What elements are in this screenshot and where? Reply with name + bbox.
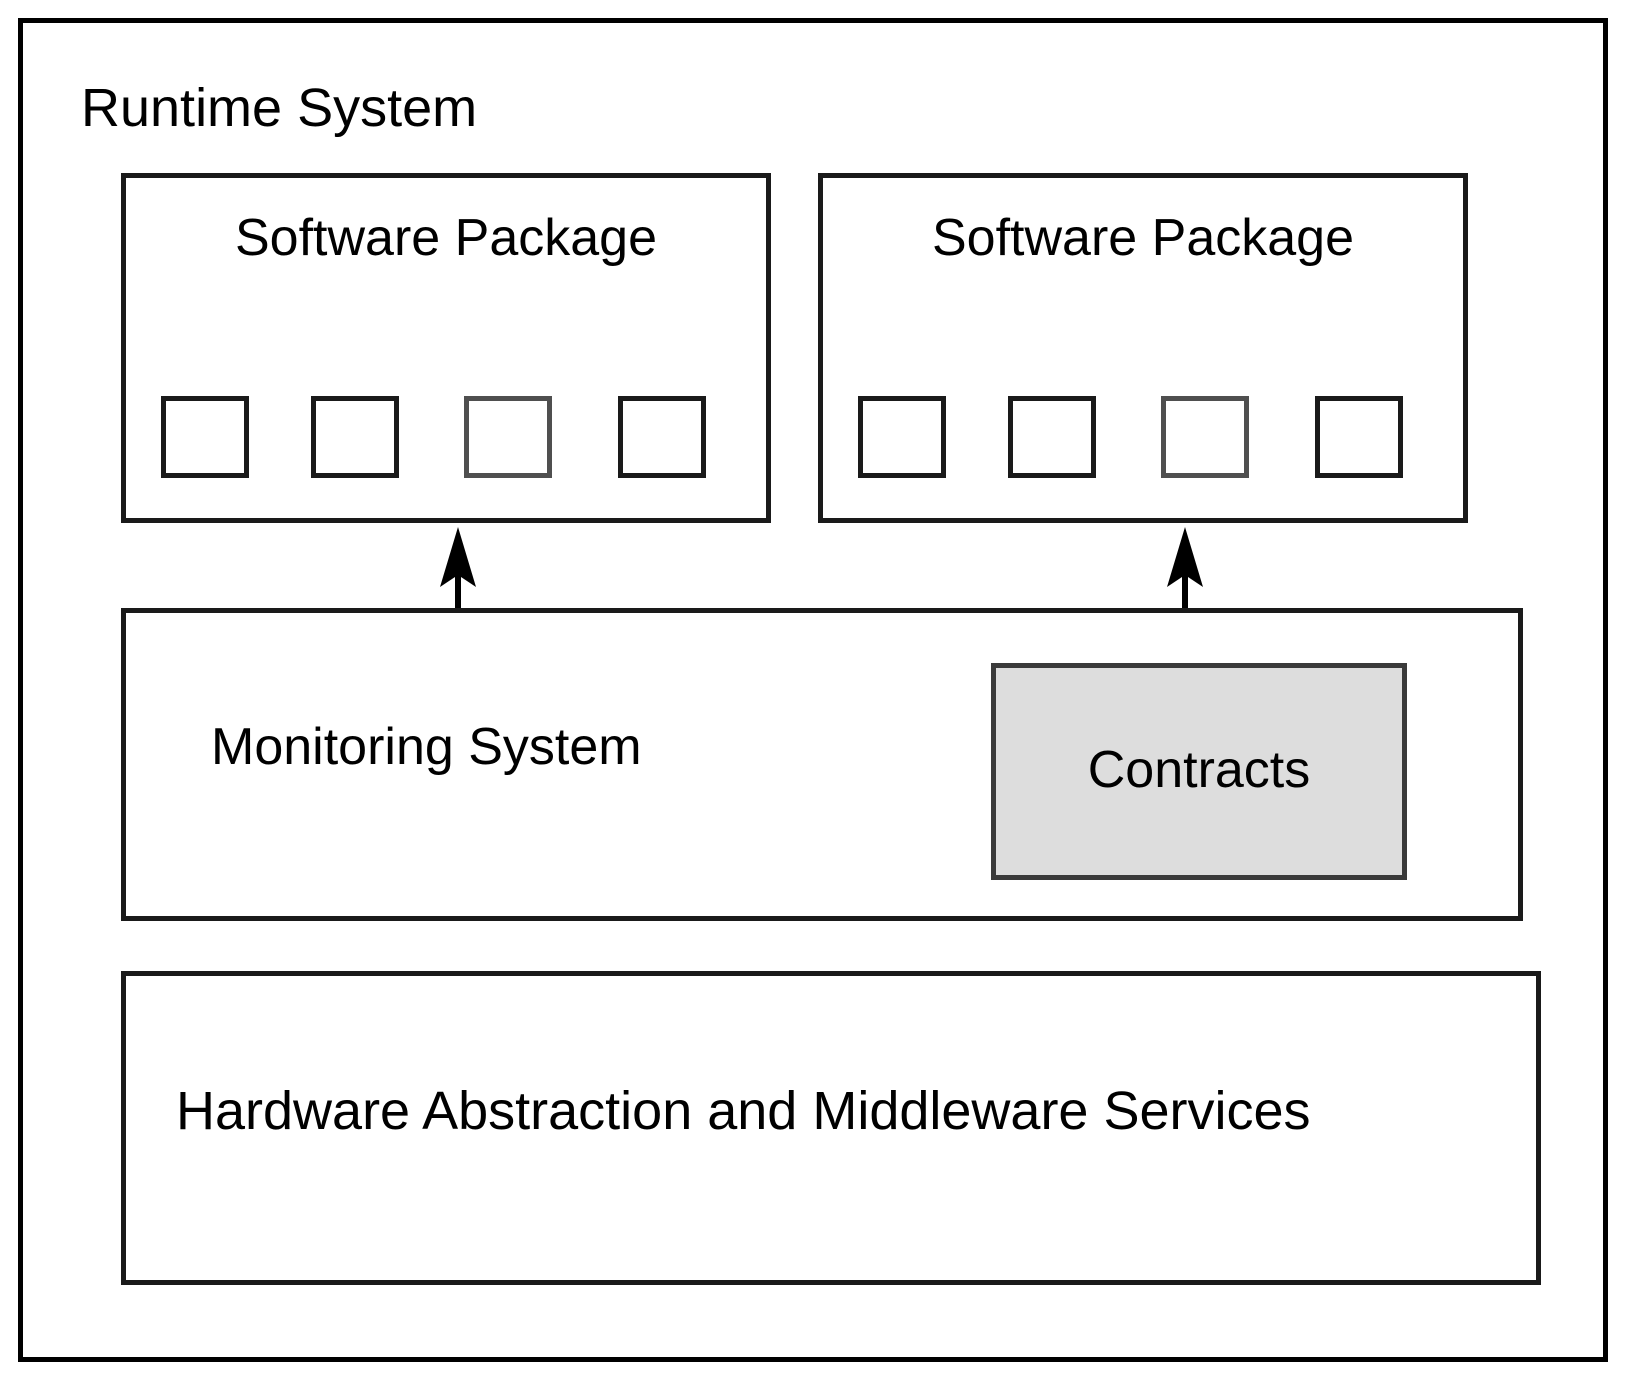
software-package-left: Software Package bbox=[121, 173, 771, 523]
software-package-right-title: Software Package bbox=[931, 209, 1355, 267]
software-package-right-component-2 bbox=[1008, 396, 1096, 478]
software-package-left-component-2 bbox=[311, 396, 399, 478]
software-package-right-component-1 bbox=[858, 396, 946, 478]
software-package-right-component-3 bbox=[1161, 396, 1249, 478]
software-package-left-component-1 bbox=[161, 396, 249, 478]
software-package-left-component-4 bbox=[618, 396, 706, 478]
hardware-abstraction-container: Hardware Abstraction and Middleware Serv… bbox=[121, 971, 1541, 1285]
contracts-box: Contracts bbox=[991, 663, 1407, 880]
software-package-left-title: Software Package bbox=[234, 209, 658, 267]
software-package-left-component-3 bbox=[464, 396, 552, 478]
software-package-right-component-4 bbox=[1315, 396, 1403, 478]
arrow-monitoring-to-package-left-icon bbox=[436, 527, 480, 611]
contracts-label: Contracts bbox=[1087, 741, 1311, 799]
arrow-monitoring-to-package-right-icon bbox=[1163, 527, 1207, 611]
monitoring-system-label: Monitoring System bbox=[211, 718, 642, 776]
monitoring-system-container: Monitoring System Contracts bbox=[121, 608, 1523, 921]
runtime-system-container: Runtime System Software Package Software… bbox=[18, 18, 1608, 1362]
runtime-system-title: Runtime System bbox=[81, 78, 478, 138]
hardware-abstraction-label: Hardware Abstraction and Middleware Serv… bbox=[176, 1081, 1311, 1141]
software-package-right: Software Package bbox=[818, 173, 1468, 523]
